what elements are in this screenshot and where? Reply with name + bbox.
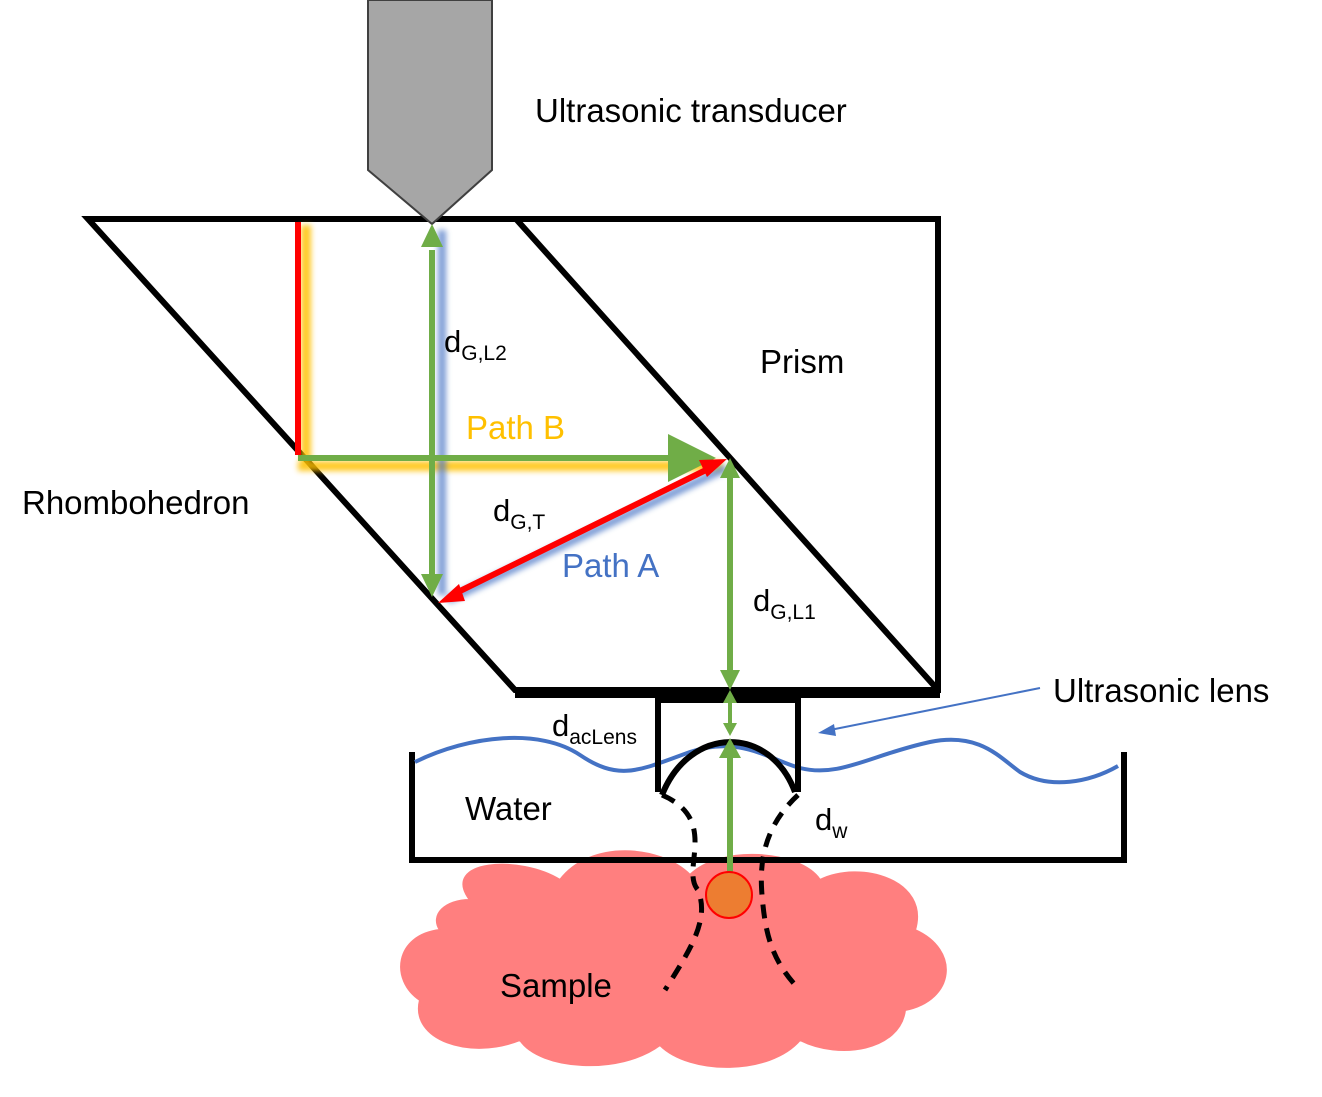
d-aclens-sub: acLens bbox=[569, 726, 637, 749]
d-aclens-arrowhead-bottom bbox=[723, 723, 737, 736]
d-g-l2-arrowhead-top bbox=[421, 224, 443, 247]
path-a-glow bbox=[438, 230, 728, 604]
d-g-l1-sub: G,L1 bbox=[770, 601, 816, 624]
d-g-l1-label: dG,L1 bbox=[753, 583, 816, 624]
prism-outline bbox=[81, 216, 941, 693]
water-label: Water bbox=[465, 790, 552, 827]
d-g-l2-arrowhead-bottom bbox=[421, 574, 443, 597]
sample-cloud bbox=[400, 850, 947, 1068]
transducer-label: Ultrasonic transducer bbox=[535, 92, 847, 129]
transducer bbox=[367, 0, 493, 226]
d-g-t-arrowhead-right bbox=[699, 459, 727, 477]
water-container bbox=[409, 752, 1127, 863]
sample-label: Sample bbox=[500, 967, 612, 1004]
d-g-t-label: dG,T bbox=[493, 493, 545, 534]
d-g-l1-arrowhead-bottom bbox=[720, 670, 740, 690]
d-g-l1-arrowhead-top bbox=[720, 458, 740, 478]
focal-point bbox=[705, 871, 753, 919]
d-g-l2-sub: G,L2 bbox=[461, 342, 507, 365]
path-a-label: Path A bbox=[562, 547, 659, 584]
d-g-t-sub: G,T bbox=[510, 511, 545, 534]
d-g-t-arrowhead-left bbox=[438, 584, 465, 603]
d-g-t-base: d bbox=[493, 493, 510, 528]
d-w-label: dw bbox=[815, 802, 848, 843]
d-w-arrowhead-top bbox=[719, 738, 741, 758]
path-b-label: Path B bbox=[466, 409, 565, 446]
water-surface bbox=[414, 735, 1119, 785]
ultrasonic-lens-label: Ultrasonic lens bbox=[1053, 672, 1269, 709]
focus-beam bbox=[661, 792, 802, 992]
d-g-l2-base: d bbox=[444, 324, 461, 359]
prism-label: Prism bbox=[760, 343, 844, 380]
path-b-glow bbox=[298, 225, 722, 471]
d-aclens-label: dacLens bbox=[552, 708, 637, 749]
d-w-sub: w bbox=[831, 820, 848, 843]
d-aclens-base: d bbox=[552, 708, 569, 743]
d-g-l1-base: d bbox=[753, 583, 770, 618]
lens-pointer-line bbox=[829, 687, 1041, 731]
d-g-l2-label: dG,L2 bbox=[444, 324, 507, 365]
d-g-t-arrow bbox=[454, 466, 710, 596]
lens-pointer-arrowhead bbox=[818, 724, 836, 736]
d-aclens-arrowhead-top bbox=[723, 690, 737, 703]
rhombohedron-label: Rhombohedron bbox=[22, 484, 250, 521]
d-w-base: d bbox=[815, 802, 832, 837]
